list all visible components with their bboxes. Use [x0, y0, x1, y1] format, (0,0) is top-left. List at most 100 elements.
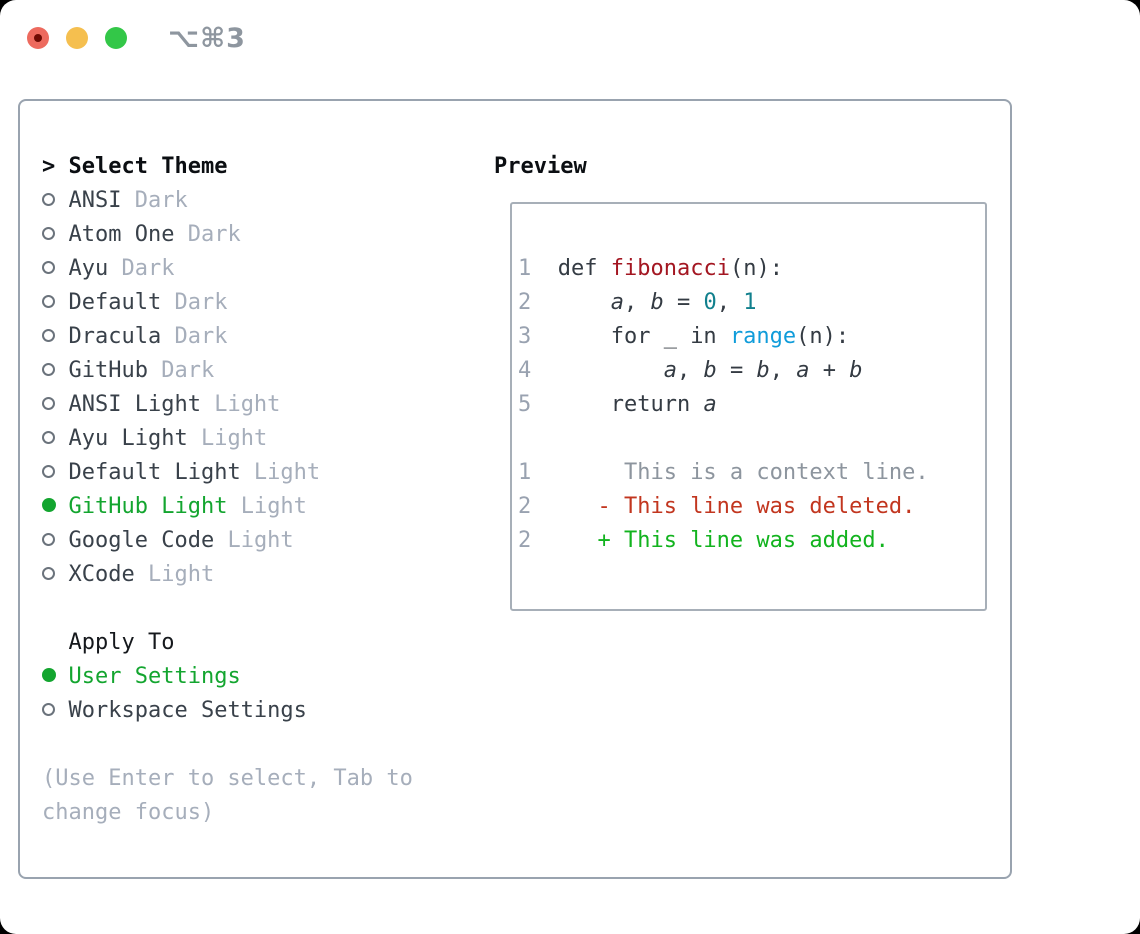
window-title: ⌥⌘3: [168, 22, 246, 54]
radio-unselected-icon: [42, 464, 55, 478]
spacer-row: [42, 728, 413, 762]
theme-option-dracula[interactable]: Dracula Dark: [42, 320, 413, 354]
preview-line-code: 4 a, b = b, a + b: [518, 354, 985, 388]
preview-line-deleted: 2 - This line was deleted.: [518, 490, 985, 524]
preview-line-context: 1 This is a context line.: [518, 456, 985, 490]
token-added: + This line was added.: [531, 528, 889, 553]
theme-variant-label: Dark: [161, 324, 228, 349]
option-label: Ayu Light: [68, 426, 188, 451]
theme-option-atom-one[interactable]: Atom One Dark: [42, 218, 413, 252]
theme-option-default-light[interactable]: Default Light Light: [42, 456, 413, 490]
theme-variant-label: Light: [187, 426, 268, 451]
preview-line-blank: [518, 422, 985, 456]
token-plain: def: [531, 256, 611, 281]
select-theme-header: >Select Theme: [42, 150, 413, 184]
preview-line-code: 2 a, b = 0, 1: [518, 286, 985, 320]
token-plain: ,: [623, 290, 651, 315]
token-plain: +: [809, 358, 850, 383]
preview-line-code: 1 def fibonacci(n):: [518, 252, 985, 286]
apply-to-header: Apply To: [42, 626, 413, 660]
theme-variant-label: Light: [240, 460, 321, 485]
token-variable: a: [610, 290, 624, 315]
apply-option-workspace-settings[interactable]: Workspace Settings: [42, 694, 413, 728]
theme-option-xcode[interactable]: XCode Light: [42, 558, 413, 592]
token-plain: ,: [716, 290, 744, 315]
cursor-marker-icon: >: [42, 154, 56, 179]
spacer-row: [42, 592, 413, 626]
theme-variant-label: Dark: [108, 256, 175, 281]
option-label: XCode: [68, 562, 135, 587]
theme-variant-label: Light: [227, 494, 307, 519]
radio-unselected-icon: [42, 260, 55, 274]
token-deleted: - This line was deleted.: [531, 494, 916, 519]
option-label: Default: [68, 290, 162, 315]
token-plain: ,: [769, 358, 797, 383]
token-plain: for _ in: [531, 324, 730, 349]
hint-line-2: change focus): [42, 800, 215, 825]
token-variable: a: [703, 392, 717, 417]
token-number: 1: [743, 290, 757, 315]
line-number: 1: [518, 256, 532, 281]
radio-unselected-icon: [42, 294, 55, 308]
preview-line-added: 2 + This line was added.: [518, 524, 985, 558]
token-context: This is a context line.: [531, 460, 929, 485]
radio-unselected-icon: [42, 532, 55, 546]
theme-option-ansi[interactable]: ANSI Dark: [42, 184, 413, 218]
radio-unselected-icon: [42, 396, 55, 410]
radio-unselected-icon: [42, 430, 55, 444]
line-number: 1: [518, 460, 532, 485]
theme-option-ansi-light[interactable]: ANSI Light Light: [42, 388, 413, 422]
zoom-button[interactable]: [105, 27, 127, 49]
option-label: ANSI Light: [68, 392, 201, 417]
radio-unselected-icon: [42, 226, 55, 240]
traffic-lights: [27, 27, 127, 49]
radio-unselected-icon: [42, 702, 55, 716]
token-variable: a: [663, 358, 677, 383]
option-label: Default Light: [68, 460, 241, 485]
token-builtin: range: [729, 324, 797, 349]
radio-selected-icon: [42, 498, 56, 512]
token-plain: (n):: [729, 256, 783, 281]
preview-title: Preview: [494, 154, 587, 179]
theme-option-default[interactable]: Default Dark: [42, 286, 413, 320]
close-button[interactable]: [27, 27, 49, 49]
theme-option-google-code[interactable]: Google Code Light: [42, 524, 413, 558]
preview-line-code: 3 for _ in range(n):: [518, 320, 985, 354]
token-plain: ,: [676, 358, 704, 383]
theme-option-ayu[interactable]: Ayu Dark: [42, 252, 413, 286]
option-label: Dracula: [68, 324, 162, 349]
hint-line-1: (Use Enter to select, Tab to: [42, 766, 413, 791]
radio-unselected-icon: [42, 192, 55, 206]
token-variable: b: [756, 358, 770, 383]
token-plain: (n):: [796, 324, 850, 349]
token-variable: b: [849, 358, 863, 383]
theme-variant-label: Dark: [161, 290, 228, 315]
option-label: User Settings: [68, 664, 241, 689]
radio-unselected-icon: [42, 566, 55, 580]
theme-option-github-light[interactable]: GitHub Light Light: [42, 490, 413, 524]
token-plain: =: [663, 290, 704, 315]
apply-to-title: Apply To: [68, 630, 175, 655]
token-plain: =: [716, 358, 757, 383]
option-label: Atom One: [68, 222, 175, 247]
theme-option-ayu-light[interactable]: Ayu Light Light: [42, 422, 413, 456]
token-variable: b: [650, 290, 664, 315]
option-label: Workspace Settings: [68, 698, 307, 723]
titlebar: ⌥⌘3: [0, 0, 1140, 76]
token-variable: b: [703, 358, 717, 383]
token-function: fibonacci: [610, 256, 730, 281]
minimize-button[interactable]: [66, 27, 88, 49]
theme-option-github[interactable]: GitHub Dark: [42, 354, 413, 388]
line-number: 3: [518, 324, 532, 349]
apply-option-user-settings[interactable]: User Settings: [42, 660, 413, 694]
radio-unselected-icon: [42, 362, 55, 376]
theme-variant-label: Light: [200, 392, 281, 417]
